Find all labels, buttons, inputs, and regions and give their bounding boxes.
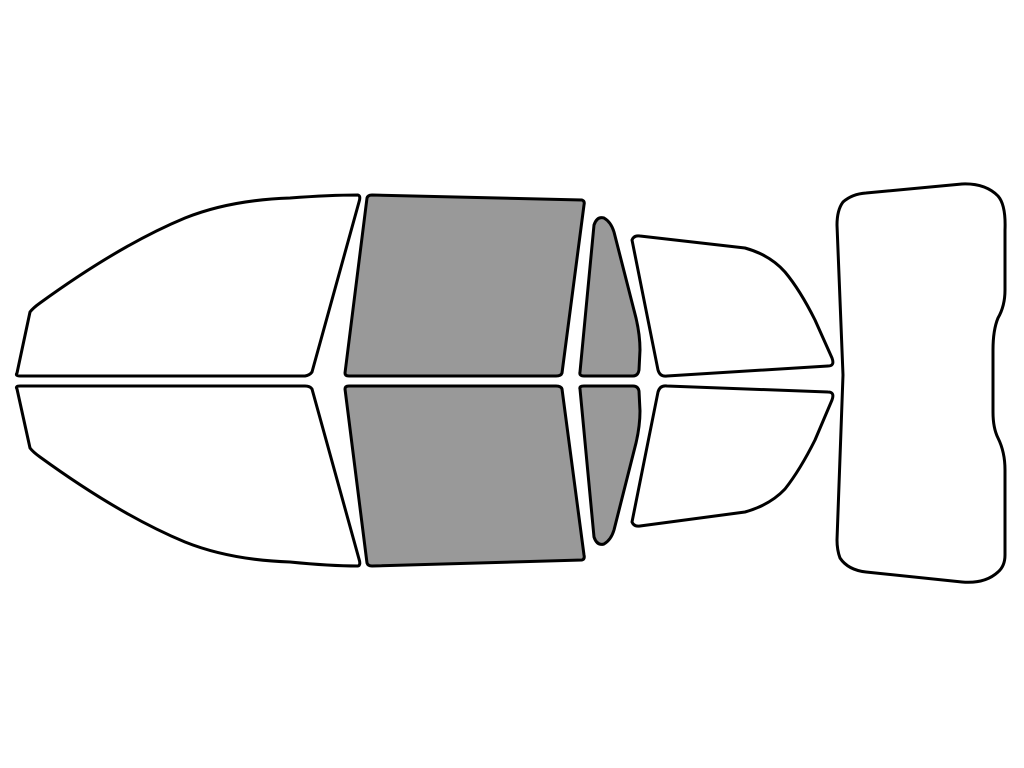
quarter-glass-right[interactable] — [578, 384, 642, 546]
rear-door-right-glass[interactable] — [630, 384, 835, 528]
front-door-right-glass[interactable] — [343, 384, 586, 568]
front-windshield-left-panel[interactable] — [14, 193, 362, 378]
front-windshield-right-panel[interactable] — [14, 384, 362, 568]
front-door-left-glass[interactable] — [343, 193, 586, 378]
rear-door-left-glass[interactable] — [630, 234, 835, 378]
rear-window-glass[interactable] — [835, 182, 1007, 584]
quarter-glass-left[interactable] — [578, 216, 642, 378]
